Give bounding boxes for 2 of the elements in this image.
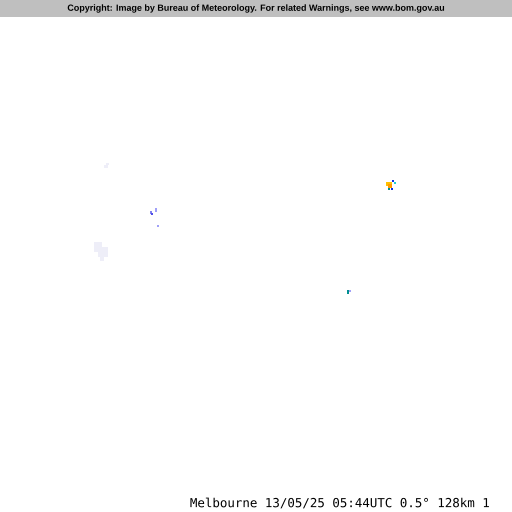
copyright-banner: Copyright: Image by Bureau of Meteorology. For related Warnings, see www.bom.gov.au xyxy=(0,0,512,17)
radar-info-text: Melbourne 13/05/25 05:44UTC 0.5° 128km 1 xyxy=(190,498,489,508)
